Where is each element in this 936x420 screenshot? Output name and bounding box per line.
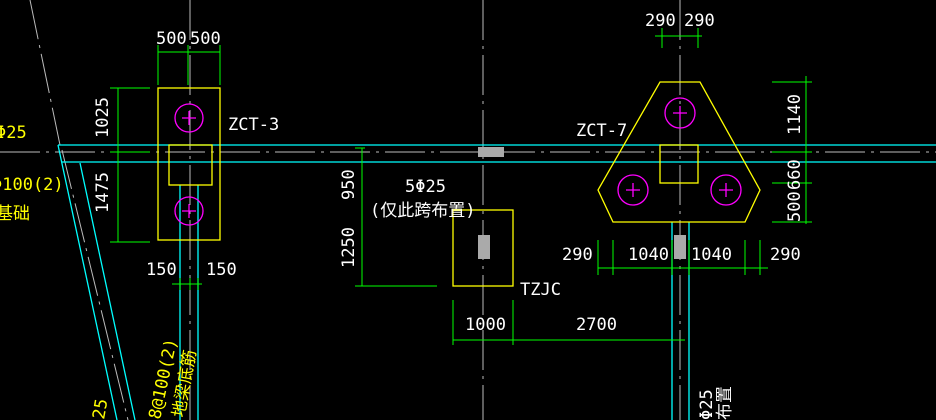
dim-text: 1025 <box>93 97 113 138</box>
rebar-label: 5Φ25 <box>405 177 446 197</box>
dim-text: 150 <box>146 260 177 280</box>
dim-text: 290 <box>684 11 715 31</box>
dim-text: 290 <box>645 11 676 31</box>
dim-text: 1000 <box>465 315 506 335</box>
dimension-texts: 500 500 1025 1475 150 150 950 1250 1000 … <box>93 11 805 335</box>
pile-circle-icon <box>710 174 742 206</box>
pile-circle-icon <box>174 196 204 226</box>
dim-text: 1140 <box>785 94 805 135</box>
dim-text: 1250 <box>339 227 359 268</box>
bottom-right-note: 布置 <box>715 386 735 420</box>
dim-text: 500 <box>190 29 221 49</box>
zct7-label: ZCT-7 <box>576 121 627 141</box>
zct3-label: ZCT-3 <box>228 115 279 135</box>
pile-circle-icon <box>617 174 649 206</box>
pile-circle-icon <box>174 103 204 133</box>
left-foundation-label: 基础 <box>0 204 30 224</box>
dim-text: 1040 <box>691 245 732 265</box>
bottom-left-number: 25 <box>89 397 112 420</box>
dim-text: 150 <box>206 260 237 280</box>
dim-text: 290 <box>770 245 801 265</box>
pile-circle-icon <box>664 97 696 129</box>
dim-text: 660 <box>785 159 805 190</box>
dim-text: 500 <box>785 191 805 222</box>
dim-text: 500 <box>156 29 187 49</box>
bottom-right-rebar: Φ25 <box>697 389 717 420</box>
tzjc-label: TZJC <box>520 280 561 300</box>
rebar-note: (仅此跨布置) <box>370 201 475 221</box>
dim-text: 1475 <box>93 172 113 213</box>
dim-text: 1040 <box>628 245 669 265</box>
dim-text: 290 <box>562 245 593 265</box>
left-rebar-label: Φ25 <box>0 123 27 143</box>
dim-text: 2700 <box>576 315 617 335</box>
left-stirrup-label: Φ100(2) <box>0 175 64 195</box>
dim-text: 950 <box>339 169 359 200</box>
dimension-lines <box>110 28 812 345</box>
pile-cap-zct3[interactable] <box>157 87 221 241</box>
foundation-tzjc[interactable] <box>452 147 686 287</box>
pile-cap-zct7[interactable] <box>597 81 761 223</box>
